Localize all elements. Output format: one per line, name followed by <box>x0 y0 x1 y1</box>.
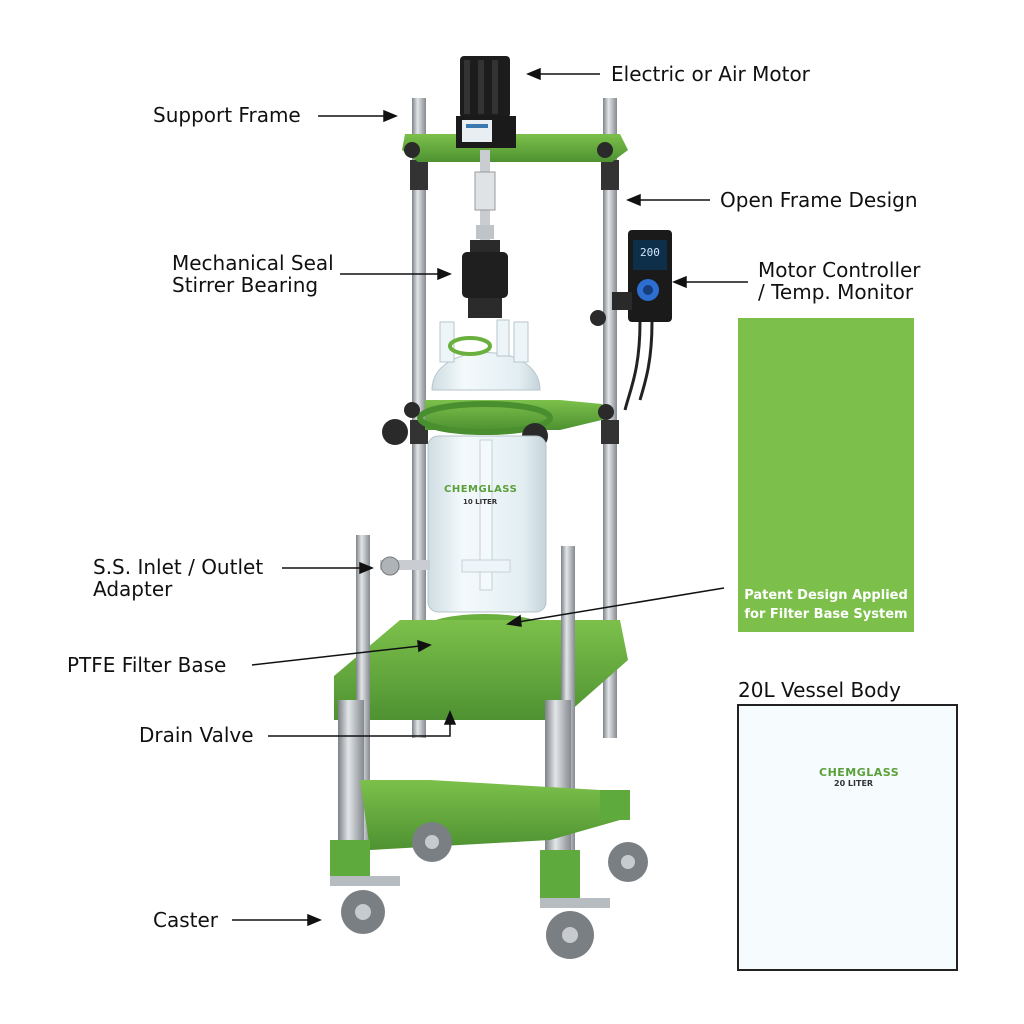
vessel-brand: CHEMGLASS <box>444 484 518 495</box>
vessel-inset-frame: CHEMGLASS 20 LITER <box>737 704 958 971</box>
label-support-frame: Support Frame <box>153 103 301 127</box>
filter-caption-line1: Patent Design Applied <box>744 588 908 603</box>
label-caster: Caster <box>153 908 219 932</box>
label-inlet-outlet: S.S. Inlet / Outlet Adapter <box>93 556 263 600</box>
vessel-inset-title: 20L Vessel Body <box>738 678 901 702</box>
mechanical-seal <box>462 240 508 318</box>
inset-volume: 20 LITER <box>834 779 874 788</box>
label-seal-line2: Stirrer Bearing <box>172 273 319 297</box>
label-open-frame: Open Frame Design <box>720 188 918 212</box>
label-drain-valve: Drain Valve <box>139 723 254 747</box>
motor-controller <box>590 230 672 411</box>
label-controller-line1: Motor Controller <box>758 258 921 282</box>
vessel-lid <box>431 319 541 391</box>
vessel-clamp <box>382 400 614 449</box>
motor <box>456 56 516 148</box>
label-mechanical-seal: Mechanical Seal Stirrer Bearing <box>172 252 334 296</box>
filter-base-panel: Patent Design Applied for Filter Base Sy… <box>738 318 914 632</box>
coupling-shaft <box>474 150 496 250</box>
controller-display: 200 <box>640 246 660 259</box>
filter-caption-line2: for Filter Base System <box>744 607 908 622</box>
label-motor: Electric or Air Motor <box>611 62 810 86</box>
vessel-volume: 10 LITER <box>463 498 498 506</box>
label-filter-base: PTFE Filter Base <box>67 653 227 677</box>
label-controller-line2: / Temp. Monitor <box>758 280 914 304</box>
glass-vessel <box>380 435 547 613</box>
label-inlet-line1: S.S. Inlet / Outlet <box>93 555 264 579</box>
filter-panel-caption: Patent Design Applied for Filter Base Sy… <box>738 586 914 624</box>
label-inlet-line2: Adapter <box>93 577 173 601</box>
inset-brand: CHEMGLASS <box>819 766 900 779</box>
callout-arrows <box>232 67 748 927</box>
label-motor-controller: Motor Controller / Temp. Monitor <box>758 259 921 303</box>
label-seal-line1: Mechanical Seal <box>172 251 334 275</box>
casters <box>330 822 648 959</box>
